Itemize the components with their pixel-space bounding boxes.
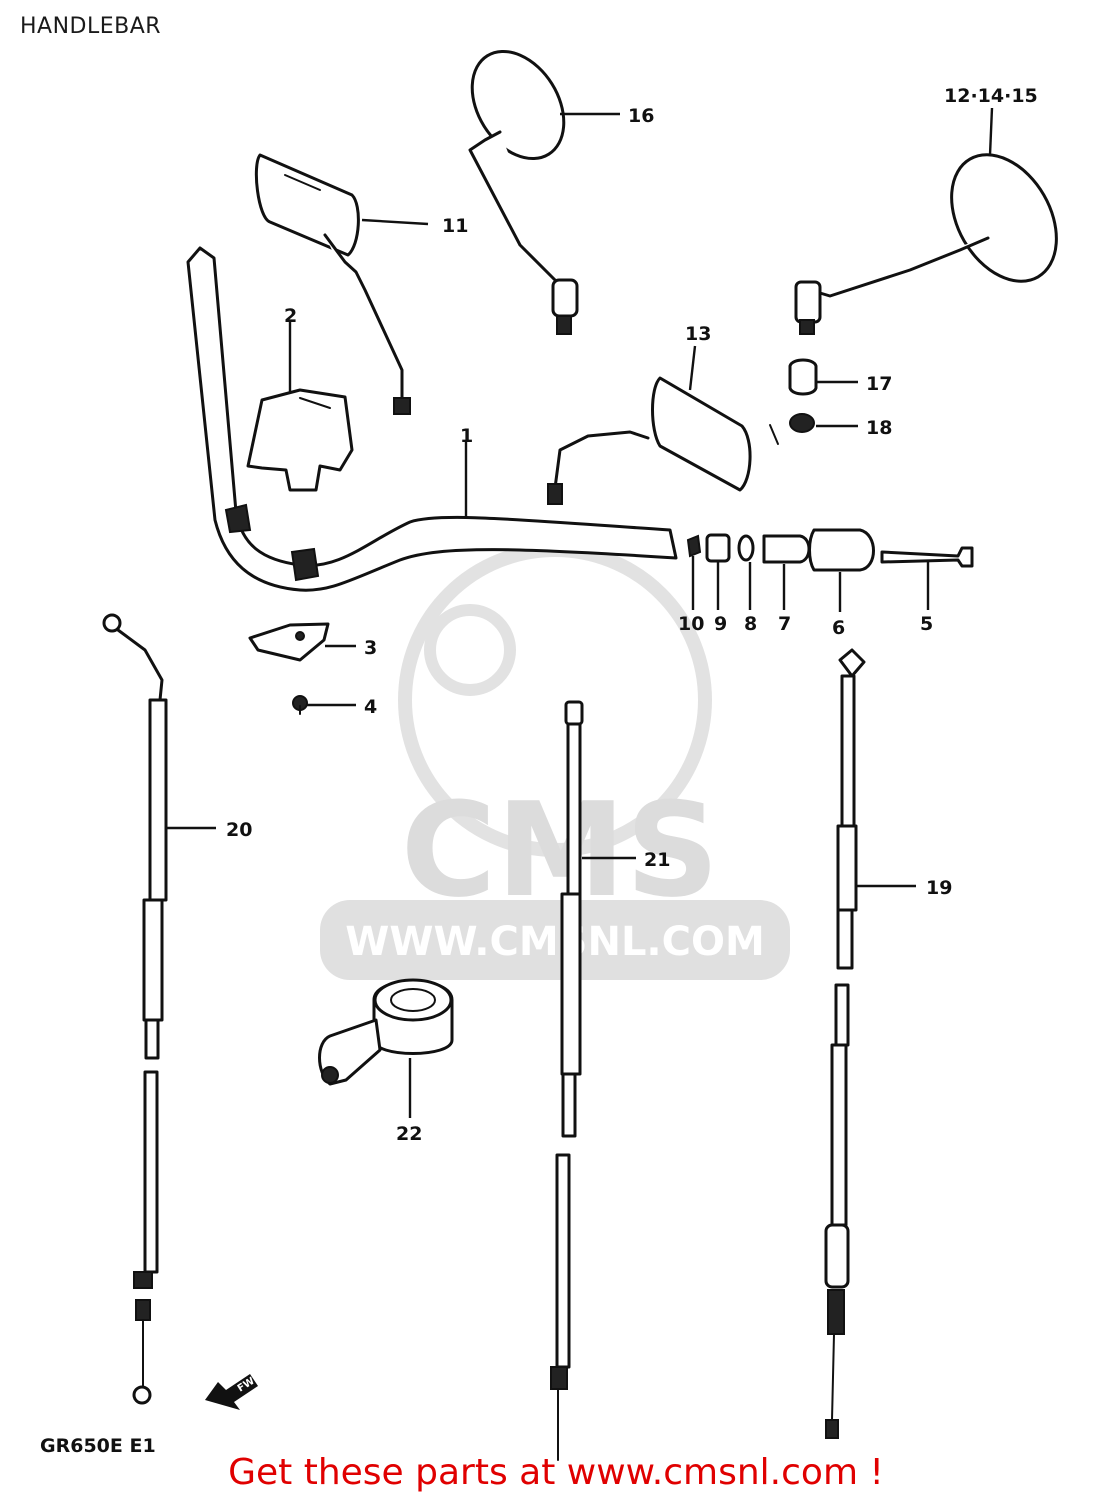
callout-6: 6 (832, 617, 845, 639)
cable-gauge-part[interactable] (318, 978, 454, 1086)
callout-16: 16 (628, 105, 654, 127)
cta-banner: Get these parts at www.cmsnl.com ! (0, 1452, 1112, 1493)
handlebar-part[interactable] (186, 246, 678, 592)
callout-8: 8 (744, 613, 757, 635)
cable-20[interactable] (102, 613, 168, 1405)
callout-7: 7 (778, 613, 791, 635)
bar-end-assembly[interactable] (686, 528, 974, 572)
adapter-nut-parts[interactable] (788, 358, 818, 433)
callout-17: 17 (866, 373, 892, 395)
cta-suffix: ! (858, 1452, 884, 1493)
mirror-left-round[interactable] (453, 35, 582, 335)
callout-3: 3 (364, 637, 377, 659)
page-title: HANDLEBAR (20, 14, 162, 39)
callout-1: 1 (460, 425, 473, 447)
callout-11: 11 (442, 215, 468, 237)
watermark-url: WWW.CMSNL.COM (345, 919, 765, 965)
callout-18: 18 (866, 417, 892, 439)
handlebar-clamp-upper[interactable] (246, 388, 354, 492)
callout-2: 2 (284, 305, 297, 327)
cable-21[interactable] (550, 700, 584, 1461)
callout-4: 4 (364, 696, 377, 718)
callout-10: 10 (678, 613, 704, 635)
screw-part[interactable] (292, 695, 308, 715)
callout-9: 9 (714, 613, 727, 635)
callout-labels: 1 2 3 4 5 6 7 8 9 10 11 12·14·15 13 16 1… (226, 85, 1038, 1145)
callout-13: 13 (685, 323, 711, 345)
callout-5: 5 (920, 613, 933, 635)
callout-12-14-15: 12·14·15 (944, 85, 1038, 107)
cta-prefix: Get these parts at (228, 1452, 567, 1493)
callout-22: 22 (396, 1123, 422, 1145)
callout-21: 21 (644, 849, 670, 871)
leader-lines (166, 107, 994, 1118)
mirror-left-rectangular[interactable] (254, 153, 411, 415)
fwd-arrow-marker: FWD (205, 1371, 264, 1410)
holder-part[interactable] (248, 622, 330, 662)
cable-19[interactable] (824, 648, 866, 1439)
model-code: GR650E E1 (40, 1435, 156, 1457)
mirror-right-round[interactable] (794, 136, 1078, 335)
cms-watermark: CMS WWW.CMSNL.COM (320, 543, 790, 980)
callout-19: 19 (926, 877, 952, 899)
callout-20: 20 (226, 819, 252, 841)
mirror-right-rectangular[interactable] (547, 376, 779, 505)
cta-link[interactable]: www.cmsnl.com (566, 1452, 859, 1493)
